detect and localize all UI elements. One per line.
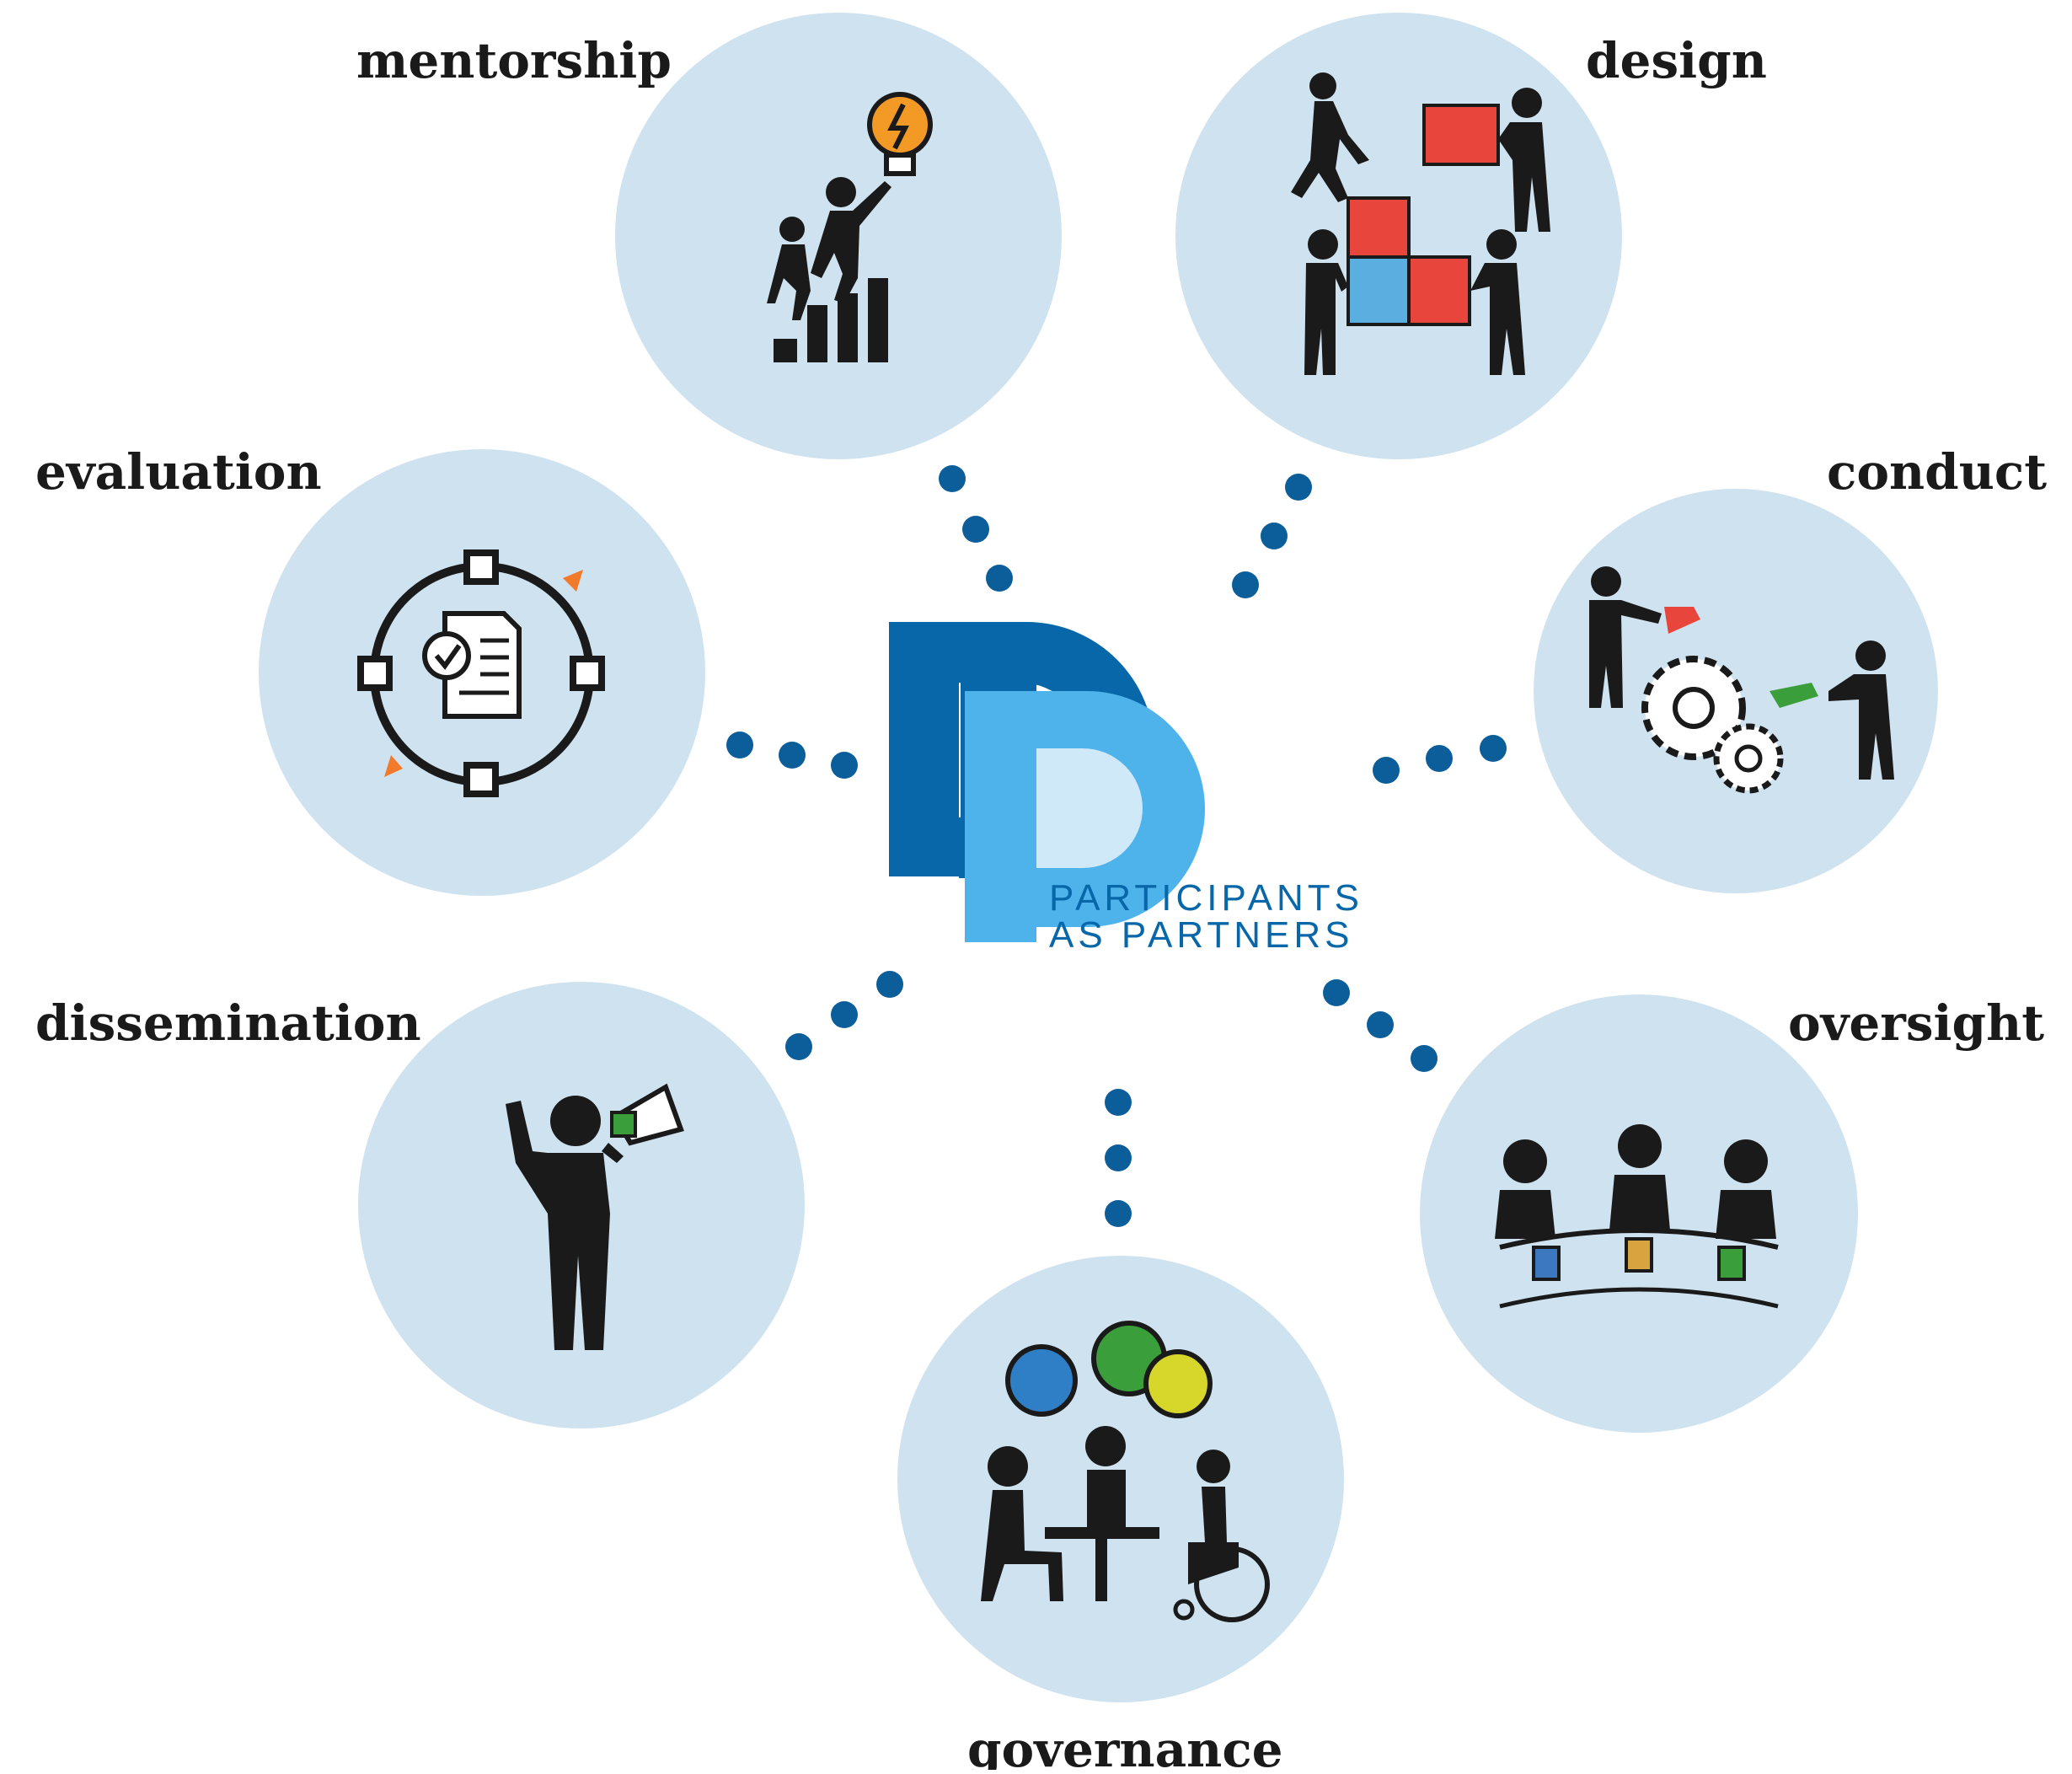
megaphone-person-icon <box>506 1083 684 1350</box>
connector-oversight <box>1323 979 1438 1072</box>
label-design: design <box>1586 32 1767 89</box>
connector-design <box>1232 474 1312 598</box>
label-governance: governance <box>967 1721 1283 1770</box>
inclusive-meeting-icon <box>981 1321 1270 1622</box>
connector-dissemination <box>785 971 903 1060</box>
label-evaluation: evaluation <box>35 443 322 501</box>
review-cycle-icon <box>357 549 605 797</box>
label-dissemination: dissemination <box>35 994 421 1052</box>
puzzle-team-icon <box>1291 72 1550 375</box>
label-oversight: oversight <box>1788 994 2044 1052</box>
logo-line-2: AS PARTNERS <box>1049 914 1353 956</box>
connector-mentorship <box>939 465 1013 592</box>
label-conduct: conduct <box>1827 443 2047 501</box>
label-mentorship: mentorship <box>356 32 672 89</box>
gears-oiling-icon <box>1589 566 1894 794</box>
connector-governance <box>1105 1089 1132 1227</box>
logo-line-1: PARTICIPANTS <box>1049 877 1363 919</box>
pp-logo-icon <box>889 622 1205 942</box>
committee-table-icon <box>1495 1124 1779 1309</box>
connector-evaluation <box>726 732 858 779</box>
climbing-people-lightbulb-icon <box>767 92 933 362</box>
connector-conduct <box>1373 735 1507 784</box>
